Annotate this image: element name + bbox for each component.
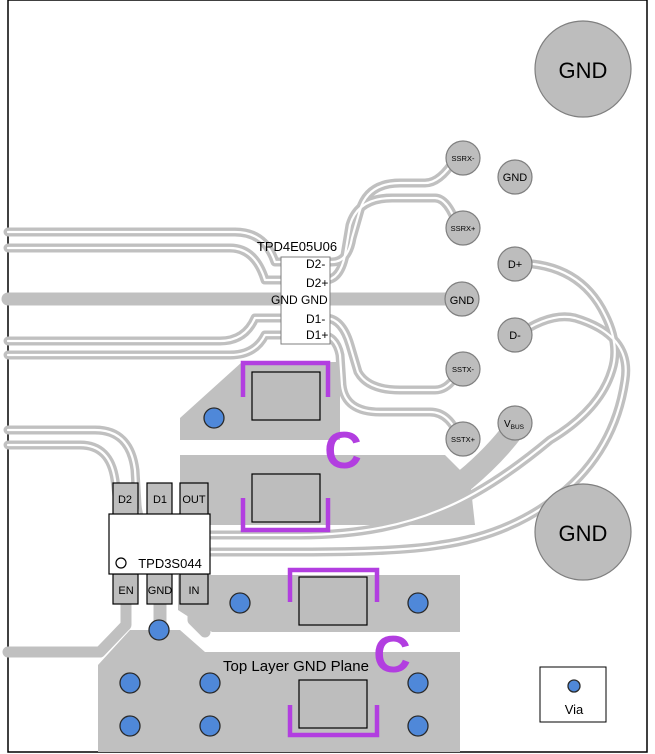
tpd4-pin-d2-minus: D2- <box>306 257 325 271</box>
capacitor-input <box>287 567 380 626</box>
legend-via-icon <box>567 679 581 693</box>
gnd-mid-label: GND <box>450 295 475 307</box>
gnd-small-label: GND <box>503 172 528 184</box>
svg-text:VBUS: VBUS <box>504 419 525 431</box>
pad-vbus: VBUS <box>497 405 533 441</box>
sstx-plus-label: SSTX+ <box>451 435 476 444</box>
tpd3-pin-d1: D1 <box>153 494 167 506</box>
tpd4-pin-d2-plus: D2+ <box>306 276 328 290</box>
big-gnd-pad-bottom-label: GND <box>559 521 608 546</box>
vias <box>119 407 429 737</box>
tpd4e05u06-component: TPD4E05U06 D2- D2+ GND GND D1- D1+ <box>257 239 337 345</box>
via <box>199 672 221 694</box>
via <box>199 715 221 737</box>
via <box>407 592 429 614</box>
tpd4-pin-d1-minus: D1- <box>306 312 325 326</box>
vbus-label-sub: BUS <box>511 424 525 431</box>
ssrx-plus-label: SSRX+ <box>451 224 476 233</box>
pad-sstx-minus: SSTX- <box>445 351 481 387</box>
vbus-label-v: V <box>504 419 511 430</box>
gnd-plane-label: Top Layer GND Plane <box>223 658 369 675</box>
cap-symbol-upper: C <box>324 422 362 480</box>
via <box>119 672 141 694</box>
d-minus-label: D- <box>509 330 521 342</box>
tpd3s044-name: TPD3S044 <box>138 556 202 571</box>
pad-gnd-small: GND <box>497 159 533 195</box>
tpd4-pin-gnd-right: GND <box>301 293 328 307</box>
pad-d-minus: D- <box>497 317 533 353</box>
tpd3-pin-gnd: GND <box>148 585 173 597</box>
sstx-minus-label: SSTX- <box>452 365 475 374</box>
via <box>407 672 429 694</box>
capacitor-vbus <box>240 473 331 533</box>
via <box>229 592 251 614</box>
legend-via-label: Via <box>565 702 584 717</box>
big-gnd-pad-top: GND <box>534 20 632 118</box>
via-legend: Via <box>539 666 607 723</box>
tpd4e05u06-name: TPD4E05U06 <box>257 239 337 254</box>
big-gnd-pad-bottom: GND <box>534 483 632 581</box>
via <box>148 619 170 641</box>
tpd3-pin-out: OUT <box>182 494 206 506</box>
pad-ssrx-plus: SSRX+ <box>445 210 481 246</box>
pad-gnd-mid: GND <box>444 281 480 317</box>
tpd3-pin-d2: D2 <box>118 494 132 506</box>
via <box>203 407 225 429</box>
ssrx-minus-label: SSRX- <box>452 154 475 163</box>
d-plus-label: D+ <box>508 259 522 271</box>
cap-symbol-lower: C <box>373 626 411 684</box>
pin1-marker <box>115 557 127 569</box>
via <box>119 715 141 737</box>
via <box>407 715 429 737</box>
capacitor-gnd <box>287 679 380 738</box>
pad-d-plus: D+ <box>497 246 533 282</box>
pad-sstx-plus: SSTX+ <box>445 421 481 457</box>
tpd4-pin-gnd-left: GND <box>271 293 298 307</box>
pad-ssrx-minus: SSRX- <box>445 140 481 176</box>
tpd3-pin-en: EN <box>118 585 133 597</box>
capacitor-upper <box>240 360 331 421</box>
tpd4-pin-d1-plus: D1+ <box>306 328 328 342</box>
top-layer-gnd-plane <box>98 630 460 752</box>
tpd3s044-component: TPD3S044 D2 D1 OUT EN GND IN <box>108 482 211 605</box>
tpd3-pin-in: IN <box>189 585 200 597</box>
big-gnd-pad-top-label: GND <box>559 58 608 83</box>
